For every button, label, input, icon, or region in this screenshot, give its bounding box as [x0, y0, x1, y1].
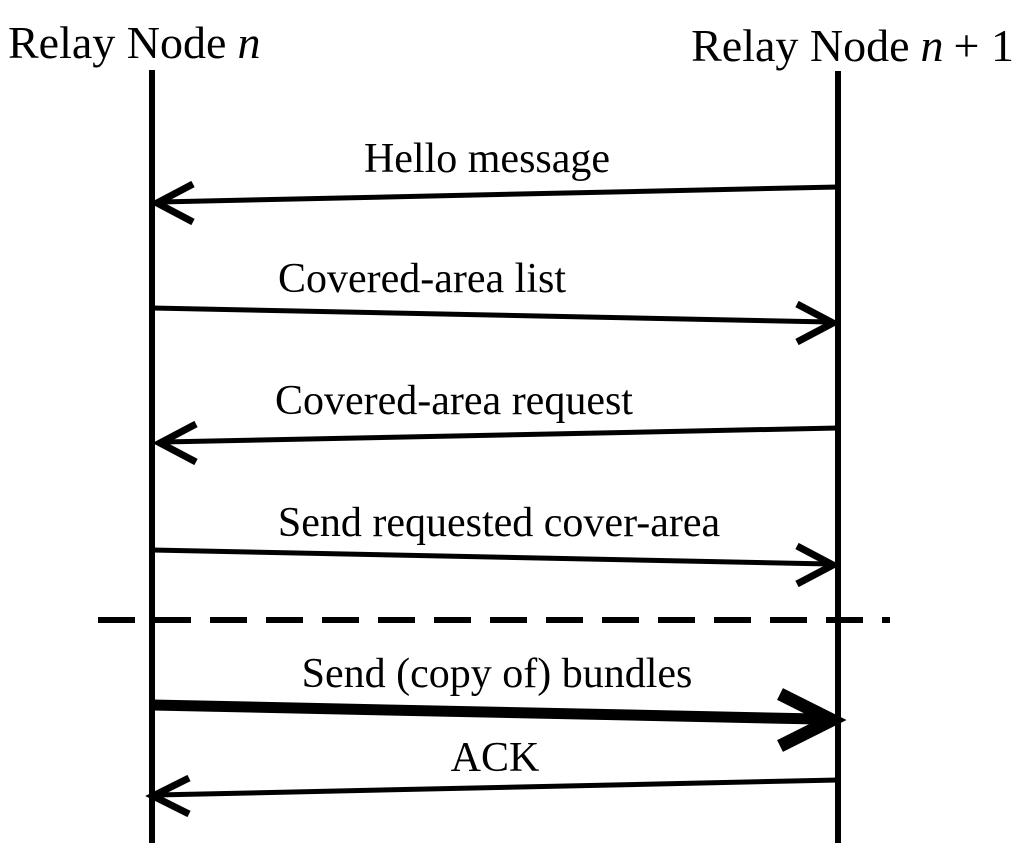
message-arrow-covered-area-list — [151, 300, 841, 346]
message-label-covered-area-request: Covered-area request — [275, 378, 633, 424]
arrowhead-left-icon — [149, 180, 195, 226]
message-label-hello: Hello message — [363, 136, 611, 182]
message-label-send-bundles: Send (copy of) bundles — [301, 651, 693, 697]
right-node-title-suffix: + 1 — [953, 20, 1014, 71]
arrowhead-right-thick-icon — [777, 688, 847, 752]
message-arrow-send-requested-cover-area — [151, 542, 841, 588]
right-node-variable: n — [920, 20, 944, 71]
left-node-title-prefix: Relay Node — [8, 17, 227, 68]
message-label-send-requested-cover-area: Send requested cover-area — [277, 500, 721, 546]
arrowhead-right-icon — [795, 300, 841, 346]
message-arrow-covered-area-request — [152, 420, 839, 466]
message-arrow-ack — [145, 774, 839, 818]
right-node-title-prefix: Relay Node — [691, 20, 910, 71]
arrowhead-left-icon — [152, 420, 198, 466]
message-arrow-hello — [149, 180, 839, 226]
left-node-variable: n — [237, 17, 261, 68]
message-label-covered-area-list: Covered-area list — [277, 256, 567, 302]
message-label-ack: ACK — [450, 735, 540, 781]
arrowhead-left-icon — [145, 774, 191, 818]
message-arrow-send-bundles-thick — [151, 688, 847, 752]
arrowhead-right-icon — [795, 542, 841, 588]
